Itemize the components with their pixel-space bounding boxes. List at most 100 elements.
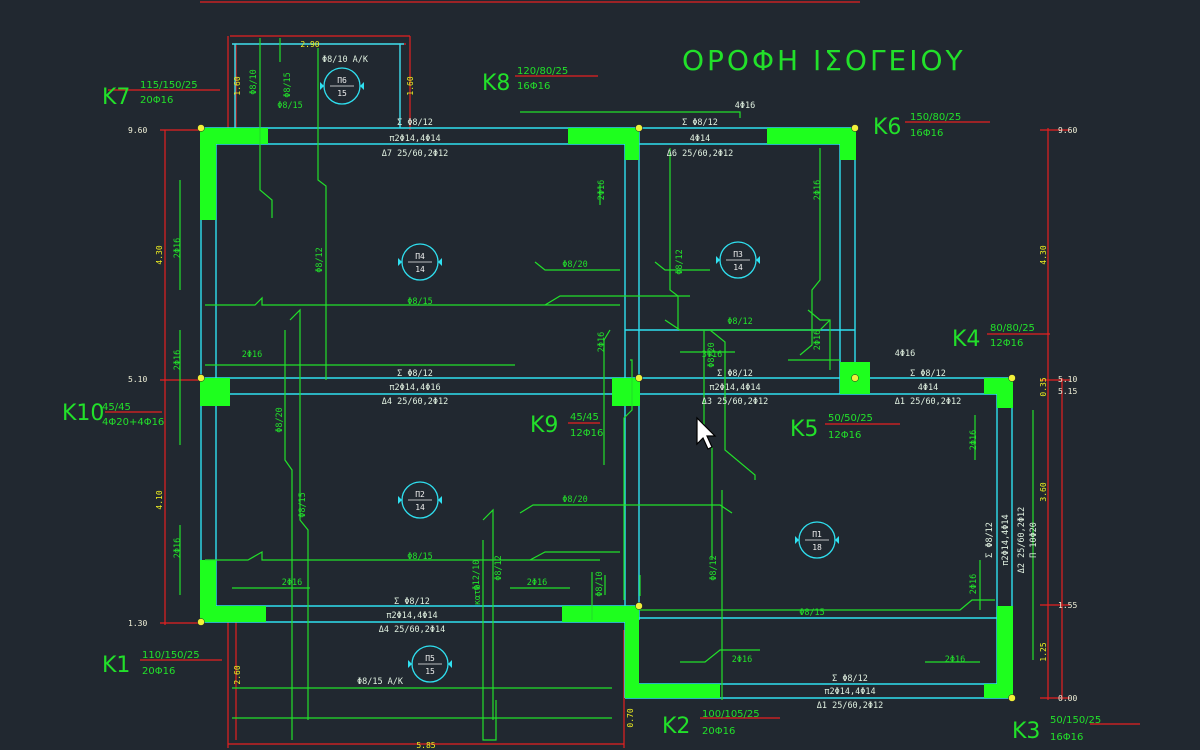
mesh-label-9: Φ8/12 <box>709 555 719 581</box>
level-top-right: 9.60 <box>1058 126 1077 135</box>
column-k7-label: K7 <box>102 85 130 110</box>
beam-mid-left-sigma: Σ Φ8/12 <box>397 369 433 379</box>
column-k5-label: K5 <box>790 417 818 442</box>
column-k8-label: K8 <box>482 71 510 96</box>
beam-mid-left-section: Δ4 25/60,2Φ12 <box>382 397 449 407</box>
column-k5-dims: 50/50/25 <box>828 413 873 424</box>
level-labels: 9.60 5.10 1.30 9.60 5.10 5.15 1.55 0.00 … <box>128 76 1077 750</box>
mesh-label-23: 2Φ16 <box>173 238 183 258</box>
column-k6-rebar: 16Φ16 <box>910 128 943 139</box>
column-k9-dims: 45/45 <box>570 412 599 423</box>
mesh-label-25: 2Φ16 <box>173 350 183 370</box>
beam-top-left-rebar: π2Φ14,4Φ14 <box>389 134 440 144</box>
slab-p6-name: Π6 <box>337 76 347 85</box>
slab-marker-p6: Π6 15 <box>320 67 364 105</box>
dim-bottom: 5.85 <box>416 741 435 750</box>
column-k7-shape <box>200 128 268 220</box>
beam-right-vert-extra: Π 10Φ20 <box>1029 522 1039 558</box>
mesh-label-16: Φ8/15 <box>277 101 303 111</box>
beam-bot-left-section: Δ4 25/60,2Φ14 <box>379 625 446 635</box>
beam-annotations: Σ Φ8/12 π2Φ14,4Φ14 Δ7 25/60,2Φ12 Σ Φ8/12… <box>300 40 1039 711</box>
column-k2-label: K2 <box>662 714 690 739</box>
column-k7-rebar: 20Φ16 <box>140 95 173 106</box>
slab-p5-name: Π5 <box>425 654 435 663</box>
column-k9-label: K9 <box>530 413 558 438</box>
mouse-cursor-icon <box>696 416 717 450</box>
slab-p5-thk: 15 <box>425 667 435 676</box>
beam-mid-right-sigma: Σ Φ8/12 <box>910 369 946 379</box>
level-mid-right: 5.10 <box>1058 375 1077 384</box>
mesh-label-4: Φ8/20 <box>562 495 588 505</box>
beam-bot-left-rebar: π2Φ14,4Φ14 <box>386 611 437 621</box>
grid-nodes <box>197 124 1016 702</box>
column-labels: K7 115/150/25 20Φ16 K8 120/80/25 16Φ16 K… <box>62 66 1101 744</box>
mesh-label-2: Φ8/15 <box>407 552 433 562</box>
column-k1-dims: 110/150/25 <box>142 650 200 661</box>
beam-bot-left-sigma: Σ Φ8/12 <box>394 597 430 607</box>
level-mid-right-2: 5.15 <box>1058 387 1077 396</box>
beam-top-right-rebar: 4Φ14 <box>690 134 710 144</box>
beam-top-left-sigma: Σ Φ8/12 <box>397 118 433 128</box>
slab-p1-name: Π1 <box>812 530 822 539</box>
column-k10-rebar: 4Φ20+4Φ16 <box>102 417 164 428</box>
mesh-label-21: 2Φ16 <box>732 655 752 665</box>
column-k10-dims: 45/45 <box>102 402 131 413</box>
mesh-label-26: 2Φ16 <box>173 538 183 558</box>
mesh-label-11: Φ8/15 <box>283 72 293 98</box>
mesh-label-6: Φ8/12 <box>727 317 753 327</box>
beam-top-right-section: Δ6 25/60,2Φ12 <box>667 149 734 159</box>
mesh-label-32: 2Φ16 <box>969 574 979 594</box>
column-k3-label: K3 <box>1012 719 1040 744</box>
mesh-label-3: Φ8/20 <box>562 260 588 270</box>
mesh-label-8: Φ8/15 <box>298 492 308 518</box>
dim-k2: 0.70 <box>626 708 635 727</box>
column-k6-shape <box>767 128 856 160</box>
mesh-label-34: κατω <box>473 585 483 605</box>
beam-mid-right-section: Δ1 25/60,2Φ12 <box>895 397 962 407</box>
mesh-label-5: Φ8/15 <box>799 608 825 618</box>
column-k6-dims: 150/80/25 <box>910 112 961 123</box>
beam-right-vert-section: Δ2 25/60,2Φ12 <box>1017 507 1027 574</box>
column-k8-dims: 120/80/25 <box>517 66 568 77</box>
column-k5-shape <box>984 378 1013 408</box>
column-k4-dims: 80/80/25 <box>990 323 1035 334</box>
beam-mid-left-rebar: π2Φ14,4Φ16 <box>389 383 440 393</box>
column-k10-label: K10 <box>62 401 104 426</box>
column-k5-rebar: 12Φ16 <box>828 430 861 441</box>
rebar-lines <box>179 38 1034 741</box>
mesh-label-17: Φ8/20 <box>707 342 717 368</box>
column-k2-rebar: 20Φ16 <box>702 726 735 737</box>
column-k8-rebar: 16Φ16 <box>517 81 550 92</box>
beam-k4-4f16: 4Φ16 <box>895 349 915 359</box>
column-k7-dims: 115/150/25 <box>140 80 198 91</box>
beam-top-right-sigma: Σ Φ8/12 <box>682 118 718 128</box>
beam-top-left-section: Δ7 25/60,2Φ12 <box>382 149 449 159</box>
column-shapes <box>200 128 1013 698</box>
slab-marker-p3: Π3 14 <box>716 241 760 279</box>
mesh-label-12: Φ8/10 <box>249 69 259 95</box>
dim-left-2: 4.10 <box>155 490 164 509</box>
mesh-label-13: Φ8/12 <box>494 555 504 581</box>
slab-marker-p1: Π1 18 <box>795 521 839 559</box>
slab-p6-thk: 15 <box>337 89 347 98</box>
beam-mid-mid-sigma: Σ Φ8/12 <box>717 369 753 379</box>
top-dim: 2.90 <box>300 40 319 49</box>
mesh-label-14: Φ12/10 <box>472 560 482 591</box>
dim-right-1: 4.30 <box>1039 245 1048 264</box>
dim-left-1: 4.30 <box>155 245 164 264</box>
mesh-label-1: Φ8/15 <box>407 297 433 307</box>
column-k3-dims: 50/150/25 <box>1050 715 1101 726</box>
column-k4-label: K4 <box>952 327 980 352</box>
slab-p2-thk: 14 <box>415 503 425 512</box>
column-k9-shape <box>612 378 640 406</box>
mesh-label-29: 2Φ16 <box>813 180 823 200</box>
beam-bot-right-sigma: Σ Φ8/12 <box>832 674 868 684</box>
column-k8-stub <box>625 128 639 160</box>
slab-p3-thk: 14 <box>733 263 743 272</box>
drawing-title: ΟΡΟΦΗ ΙΣΟΓΕΙΟΥ <box>682 44 966 77</box>
mesh-label-22: 2Φ16 <box>945 655 965 665</box>
level-bot-right-2: 0.00 <box>1058 694 1077 703</box>
mesh-labels: Φ8/15 Φ8/15 Φ8/20 Φ8/20 Φ8/15 Φ8/12 Φ8/1… <box>173 69 979 665</box>
dim-bot: 2.60 <box>233 665 242 684</box>
